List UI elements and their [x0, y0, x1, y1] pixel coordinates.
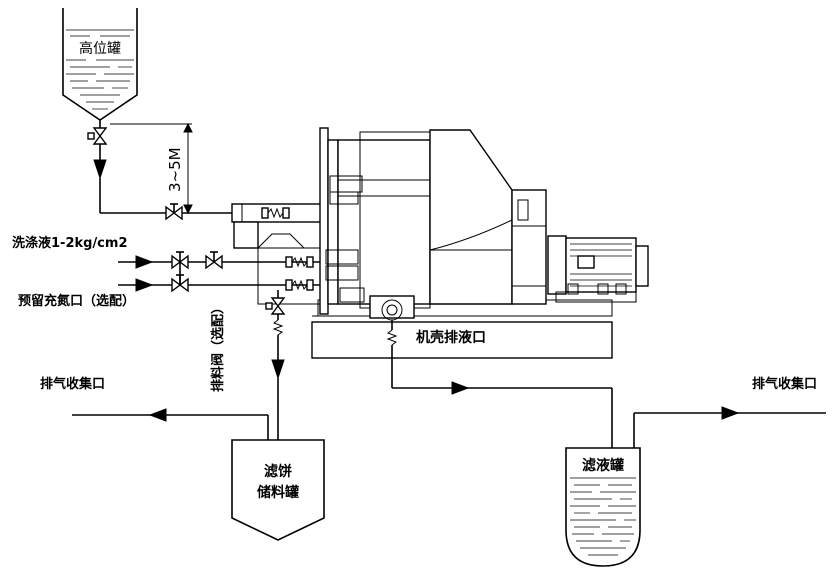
exhaust-right-label: 排气收集口: [752, 376, 817, 392]
housing-drain-label: 机壳排液口: [416, 329, 486, 346]
nitrogen-port-label: 预留充氮口（选配）: [18, 293, 135, 309]
high-tank-label: 高位罐: [79, 40, 121, 57]
wash-liquid-label: 洗涤液1-2kg/cm2: [12, 235, 127, 251]
centrifuge-machine: [231, 127, 649, 359]
filtrate-tank-label: 滤液罐: [582, 457, 624, 474]
nitrogen-line: [118, 274, 330, 293]
exhaust-left-line: [72, 408, 269, 440]
discharge-line: [265, 290, 286, 440]
cake-storage-tank: 滤饼 储料罐: [231, 439, 325, 541]
exhaust-left-label: 排气收集口: [40, 376, 105, 392]
filtrate-tank: 滤液罐: [565, 447, 641, 567]
cake-tank-label-2: 储料罐: [256, 484, 299, 501]
cake-tank-label-1: 滤饼: [264, 463, 292, 480]
high-tank-outlet-valve: [87, 120, 232, 214]
high-level-tank: 高位罐: [62, 8, 138, 121]
housing-drain-line: [386, 320, 613, 448]
exhaust-right-line: [633, 406, 826, 448]
height-dimension: 3~5M: [110, 122, 193, 215]
wash-liquid-line: [118, 251, 330, 285]
feed-line-valve: [165, 203, 183, 221]
discharge-valve-label: 排料阀（选配）: [210, 301, 226, 392]
height-note: 3~5M: [166, 147, 184, 192]
inlet-strainers: [261, 207, 314, 291]
